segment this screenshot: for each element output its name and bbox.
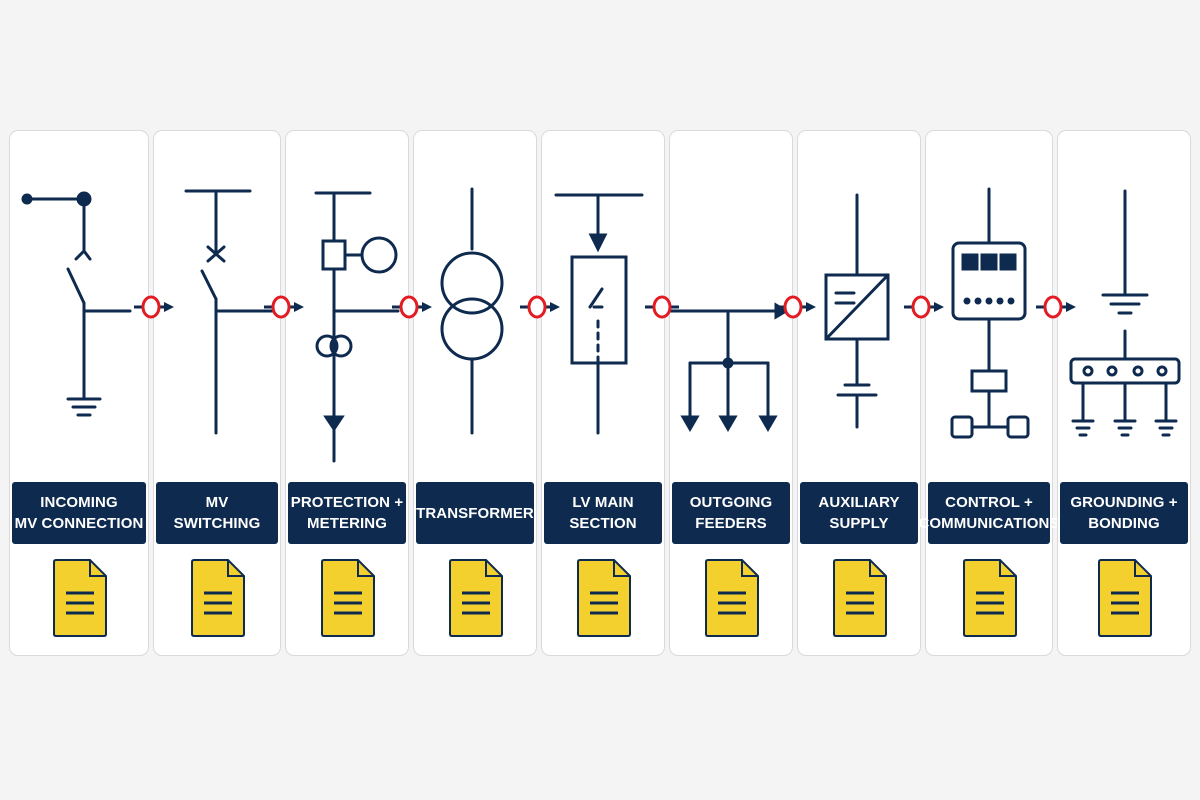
connector-node-arrow-icon bbox=[520, 295, 560, 319]
transformer-icon bbox=[414, 171, 538, 481]
stage-label: TRANSFORMER bbox=[416, 482, 534, 544]
stage-card-grounding-bonding: GROUNDING + BONDING bbox=[1057, 130, 1191, 656]
stage-card-lv-main-section: LV MAIN SECTION bbox=[541, 130, 665, 656]
auxiliary-supply-icon bbox=[798, 171, 922, 481]
stage-card-control-communications: CONTROL + COMMUNICATIONS bbox=[918, 130, 1059, 656]
document-icon[interactable] bbox=[320, 558, 376, 638]
connector-node-arrow-icon bbox=[264, 295, 304, 319]
document-icon[interactable] bbox=[190, 558, 246, 638]
stage-label: CONTROL + COMMUNICATIONS bbox=[918, 482, 1059, 544]
document-icon[interactable] bbox=[832, 558, 888, 638]
outgoing-feeders-icon bbox=[670, 171, 794, 481]
document-icon[interactable] bbox=[52, 558, 108, 638]
stage-card-protection-metering: PROTECTION + METERING bbox=[285, 130, 409, 656]
document-icon[interactable] bbox=[576, 558, 632, 638]
document-icon[interactable] bbox=[1097, 558, 1153, 638]
stage-card-outgoing-feeders: OUTGOING FEEDERS bbox=[669, 130, 793, 656]
stage-label: PROTECTION + METERING bbox=[288, 482, 406, 544]
stage-card-auxiliary-supply: AUXILIARY SUPPLY bbox=[797, 130, 921, 656]
grounding-bonding-icon bbox=[1058, 171, 1192, 481]
stage-label: INCOMING MV CONNECTION bbox=[12, 482, 146, 544]
document-icon[interactable] bbox=[448, 558, 504, 638]
stage-card-mv-switching: MV SWITCHING bbox=[153, 130, 281, 656]
stage-card-incoming-mv-connection: INCOMING MV CONNECTION bbox=[9, 130, 149, 656]
mv-switch-icon bbox=[154, 171, 282, 481]
stage-label: LV MAIN SECTION bbox=[544, 482, 662, 544]
connector-node-arrow-icon bbox=[904, 295, 944, 319]
connector-node-arrow-icon bbox=[134, 295, 174, 319]
connector-node-arrow-icon bbox=[776, 295, 816, 319]
connector-node-arrow-icon bbox=[1036, 295, 1076, 319]
stage-card-transformer: TRANSFORMER bbox=[413, 130, 537, 656]
protection-metering-icon bbox=[286, 171, 410, 481]
control-communications-icon bbox=[926, 171, 1054, 481]
incoming-mv-connection-icon bbox=[10, 171, 150, 481]
document-icon[interactable] bbox=[962, 558, 1018, 638]
lv-main-breaker-icon bbox=[542, 171, 666, 481]
stage-label: AUXILIARY SUPPLY bbox=[800, 482, 918, 544]
connector-node-arrow-icon bbox=[392, 295, 432, 319]
stage-label: OUTGOING FEEDERS bbox=[672, 482, 790, 544]
connector-node-arrow-icon bbox=[645, 295, 679, 319]
document-icon[interactable] bbox=[704, 558, 760, 638]
stage-label: MV SWITCHING bbox=[156, 482, 278, 544]
stage-label: GROUNDING + BONDING bbox=[1060, 482, 1188, 544]
